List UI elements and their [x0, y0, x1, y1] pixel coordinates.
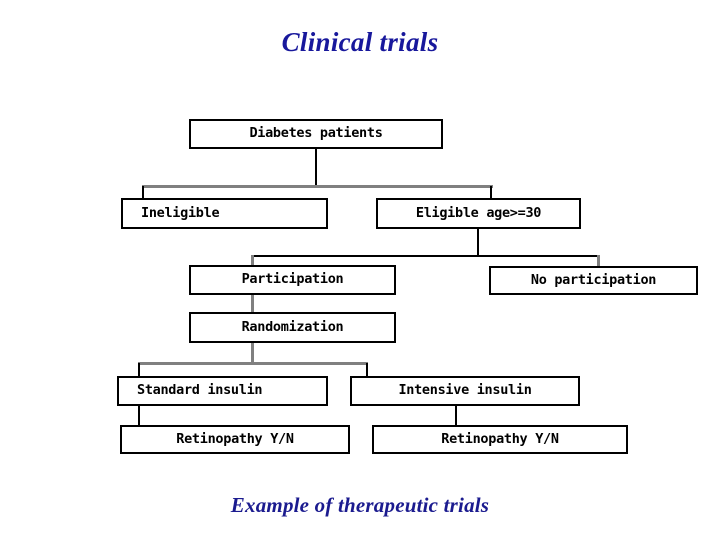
- flow-node-label: Ineligible: [141, 204, 220, 221]
- connector-drop-ineligible: [142, 186, 144, 199]
- flow-node-ineligible[interactable]: Ineligible: [121, 198, 328, 229]
- flow-node-diabetes-patients[interactable]: Diabetes patients: [189, 119, 443, 149]
- flow-node-eligible-age[interactable]: Eligible age>=30: [376, 198, 581, 229]
- connector-intensive-retinopathy: [455, 405, 457, 426]
- connector-drop-intensive-insulin: [366, 363, 368, 377]
- connector-eligible-stem: [477, 229, 479, 256]
- connector-drop-eligible: [490, 186, 492, 199]
- connector-diabetes-stem: [315, 148, 317, 187]
- flow-node-label: No participation: [530, 271, 657, 288]
- page-title: Clinical trials: [281, 27, 439, 57]
- slide-caption: Example of therapeutic trials: [230, 493, 490, 517]
- flow-node-standard-insulin[interactable]: Standard insulin: [117, 376, 328, 406]
- flow-node-label: Participation: [241, 271, 344, 288]
- flow-node-participation[interactable]: Participation: [189, 265, 396, 295]
- flow-node-label: Retinopathy Y/N: [441, 430, 559, 447]
- connector-randomization-stem: [251, 342, 254, 364]
- connector-level1-bus: [142, 185, 493, 188]
- flow-node-intensive-insulin[interactable]: Intensive insulin: [350, 376, 580, 406]
- connector-level2-bus: [252, 255, 600, 257]
- connector-participation-randomization: [251, 294, 254, 314]
- flow-node-retinopathy-intensive[interactable]: Retinopathy Y/N: [372, 425, 628, 454]
- connector-drop-no-participation: [597, 255, 600, 267]
- flow-node-label: Intensive insulin: [398, 382, 532, 399]
- flow-node-retinopathy-standard[interactable]: Retinopathy Y/N: [120, 425, 350, 454]
- connector-standard-retinopathy: [138, 405, 140, 426]
- connector-level3-bus: [138, 362, 368, 365]
- flow-node-no-participation[interactable]: No participation: [489, 266, 698, 295]
- flow-node-label: Eligible age>=30: [415, 204, 542, 221]
- flow-node-label: Standard insulin: [137, 382, 263, 399]
- connector-drop-participation: [251, 255, 254, 267]
- flow-node-label: Diabetes patients: [249, 125, 383, 142]
- flow-node-label: Retinopathy Y/N: [176, 430, 294, 447]
- flow-node-label: Randomization: [241, 318, 344, 335]
- connector-drop-standard-insulin: [138, 363, 140, 377]
- flow-node-randomization[interactable]: Randomization: [189, 312, 396, 343]
